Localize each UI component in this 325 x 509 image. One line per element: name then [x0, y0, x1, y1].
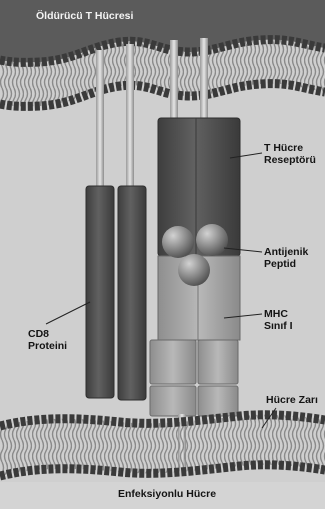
antigen-label-line-1: Antijenik	[264, 246, 308, 258]
mhc-label: MHC Sınıf I	[264, 308, 293, 332]
cd8-label-line-2: Proteini	[28, 340, 67, 352]
membrane-label: Hücre Zarı	[266, 394, 318, 406]
tcr-label-line-1: T Hücre	[264, 142, 316, 154]
antigen-label-line-2: Peptid	[264, 258, 308, 270]
cd8-label: CD8 Proteini	[28, 328, 67, 352]
mhc-label-line-2: Sınıf I	[264, 320, 293, 332]
infected-cell-label: Enfeksiyonlu Hücre	[118, 488, 216, 500]
tcr-label-line-2: Reseptörü	[264, 154, 316, 166]
tcr-label: T Hücre Reseptörü	[264, 142, 316, 166]
t-cell-title: Öldürücü T Hücresi	[36, 10, 133, 22]
cd8-label-line-1: CD8	[28, 328, 67, 340]
mhc-label-line-1: MHC	[264, 308, 293, 320]
antigen-label: Antijenik Peptid	[264, 246, 308, 270]
